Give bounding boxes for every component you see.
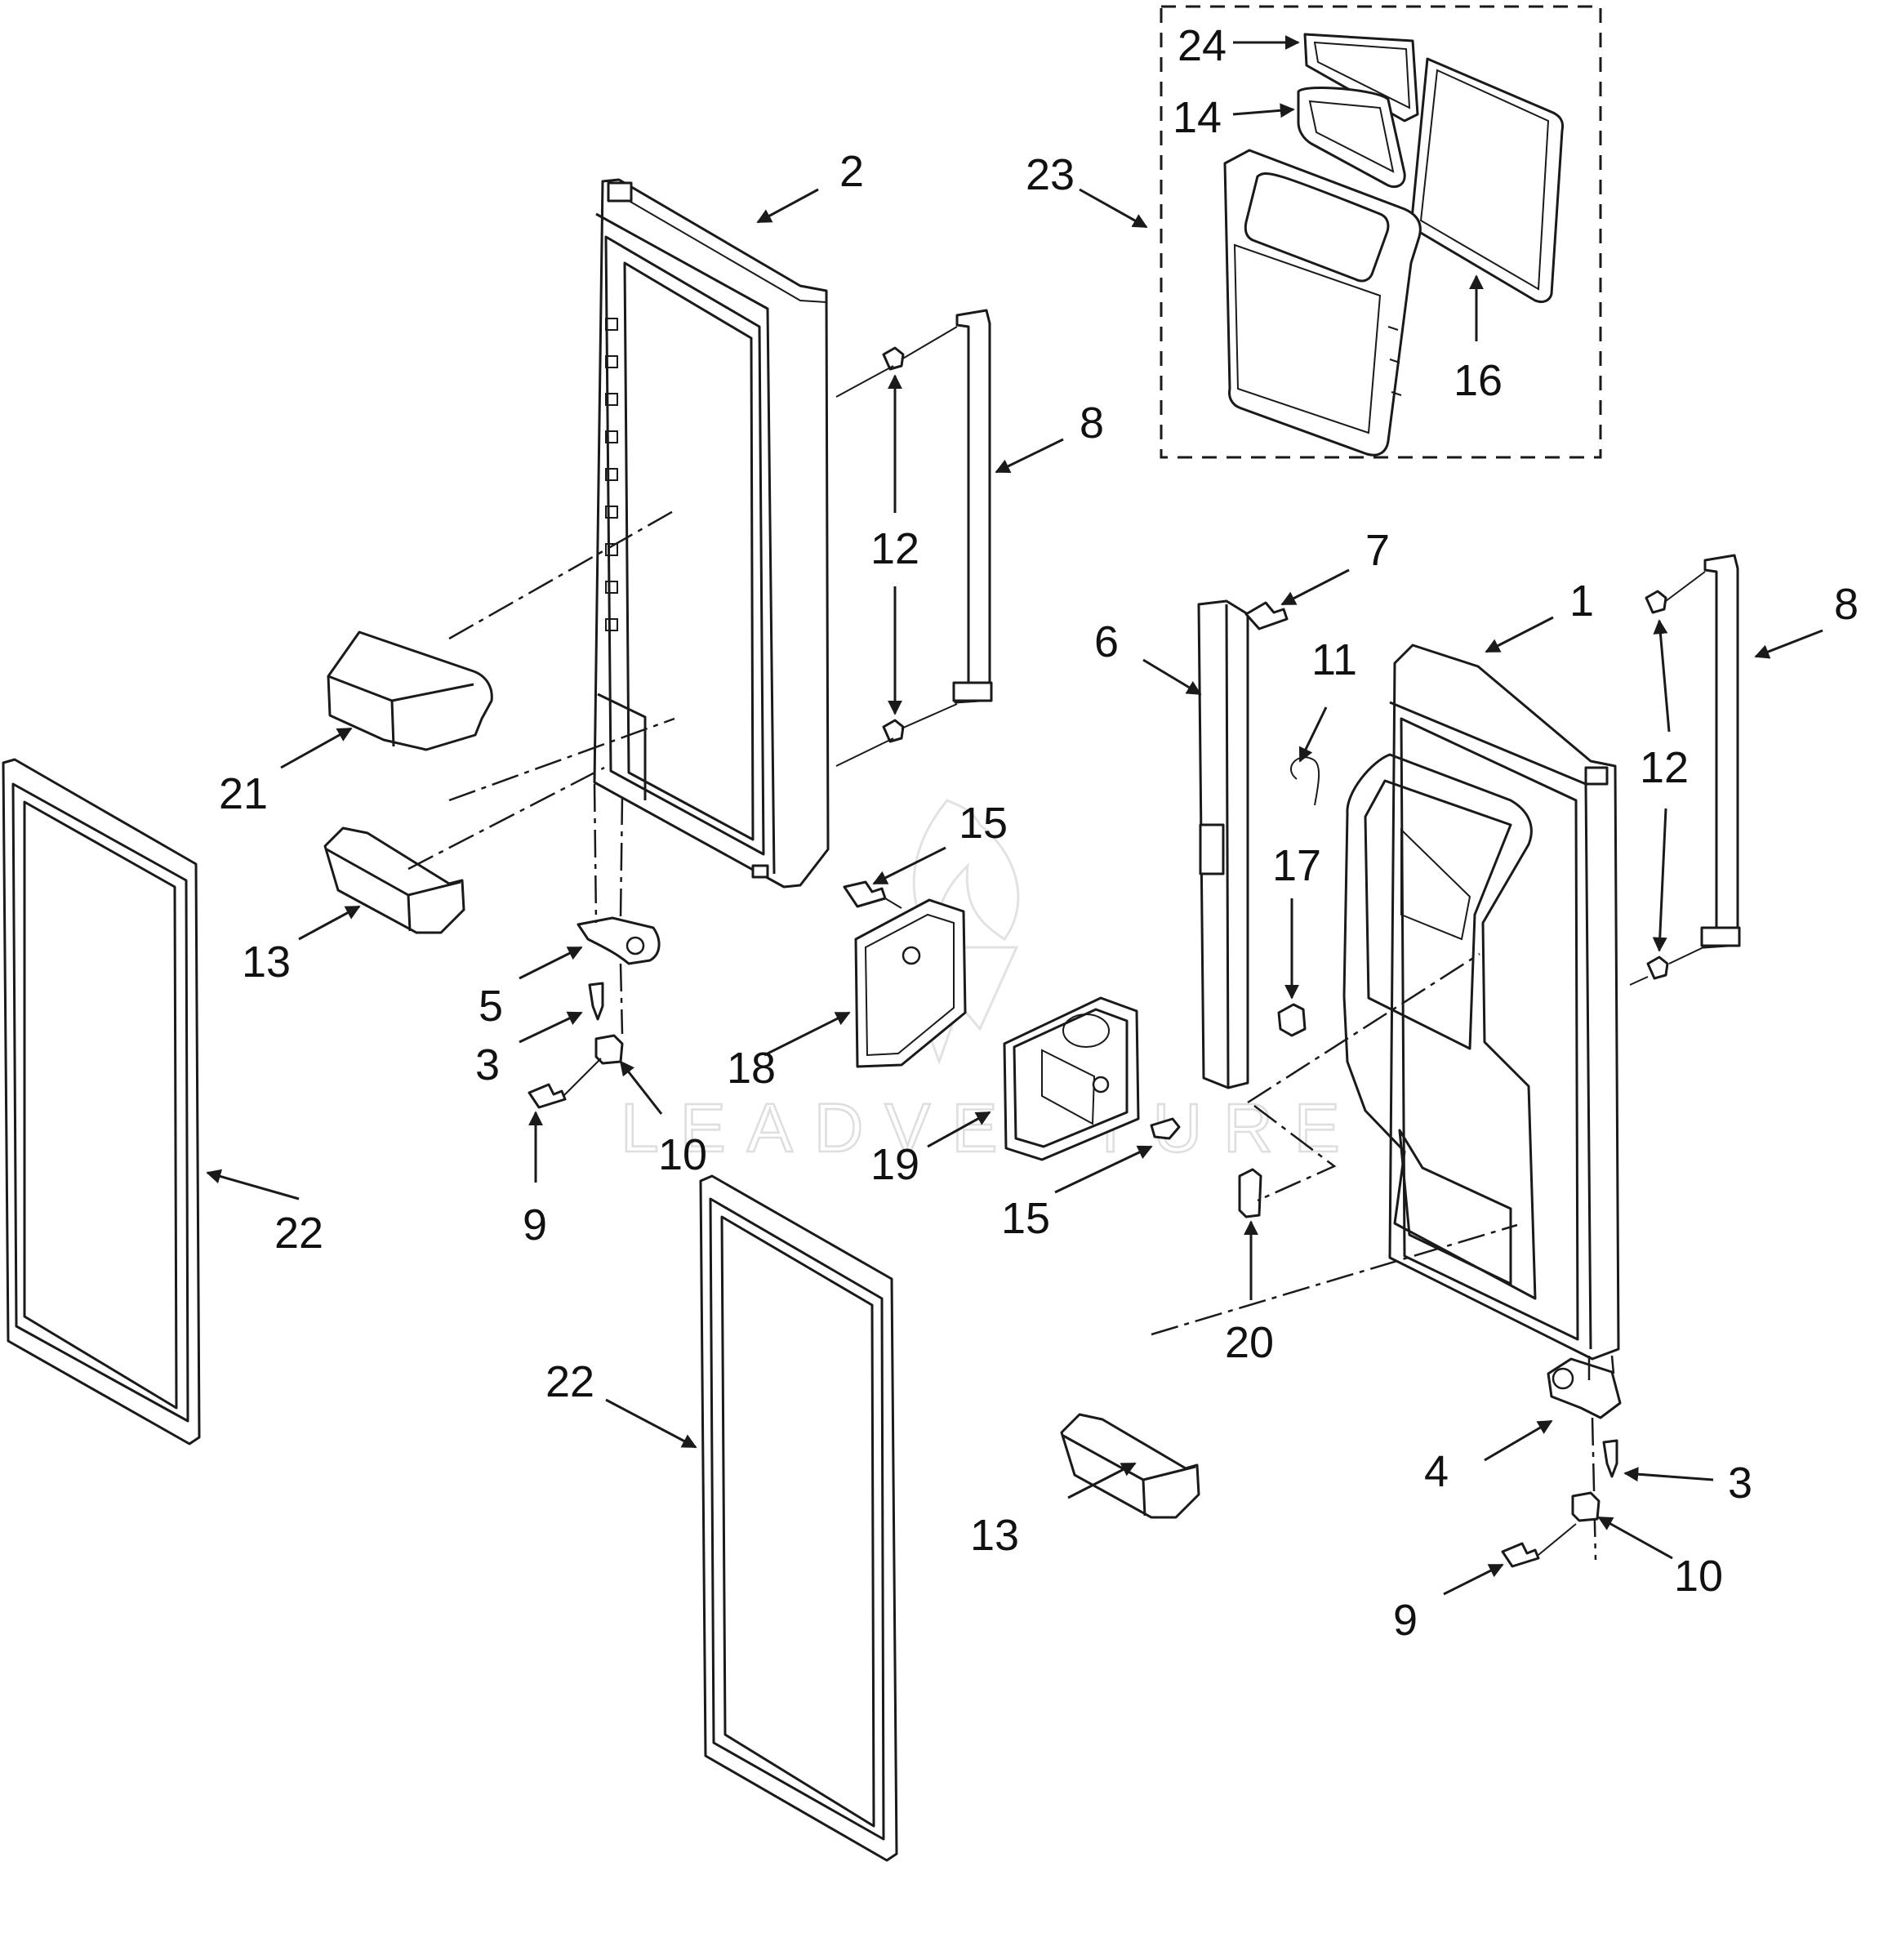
callout-4: 4 [1424, 1447, 1449, 1496]
callout-8-right: 8 [1834, 580, 1859, 629]
kit-23-dashed-box [1160, 5, 1602, 459]
callout-20: 20 [1225, 1318, 1274, 1367]
part-15-bottom-screw[interactable] [1150, 1117, 1181, 1140]
part-7-screw[interactable] [1244, 601, 1289, 630]
callout-7: 7 [1365, 526, 1390, 575]
part-19-control-board[interactable] [1003, 996, 1140, 1161]
callout-8-left: 8 [1080, 399, 1104, 448]
part-21-door-bin[interactable] [327, 630, 493, 751]
part-3-right-screw[interactable] [1602, 1439, 1618, 1478]
axis-cam-10 [619, 963, 624, 1035]
callout-19: 19 [870, 1140, 919, 1189]
part-11-tube[interactable] [1290, 756, 1320, 806]
callout-1: 1 [1569, 577, 1594, 626]
part-18-cover-plate[interactable] [854, 898, 967, 1068]
axis-right-door-upper [1247, 952, 1480, 1104]
axis-screw-15-top [884, 898, 902, 909]
left-door-shelf-nubs [605, 318, 618, 631]
callout-21: 21 [219, 769, 268, 818]
part-14-gasket[interactable] [1297, 87, 1406, 189]
callout-5: 5 [479, 982, 503, 1031]
axis-screw-9-right [1538, 1523, 1577, 1556]
part-13-left-door-bin[interactable] [323, 826, 465, 934]
leader-21-to-door [448, 508, 677, 640]
callout-23: 23 [1026, 150, 1075, 199]
axis-cam-right [1591, 1417, 1597, 1561]
callout-10-right: 10 [1674, 1552, 1723, 1601]
part-23-dispenser-housing[interactable] [1223, 149, 1422, 457]
callout-22-center: 22 [545, 1357, 594, 1406]
part-1-right-door[interactable] [1342, 644, 1620, 1361]
callout-3-right: 3 [1728, 1459, 1752, 1508]
axis-hinge-5-b [619, 796, 624, 919]
callout-17: 17 [1272, 841, 1321, 890]
callout-10-left: 10 [658, 1130, 707, 1179]
callout-14: 14 [1173, 93, 1222, 142]
part-8-left-handle[interactable] [952, 309, 993, 704]
part-16-panel[interactable] [1409, 57, 1565, 304]
callout-6: 6 [1094, 617, 1119, 666]
part-9-right-screw[interactable] [1501, 1542, 1540, 1568]
callout-12-right: 12 [1640, 743, 1689, 792]
axis-hinge-4-b [1610, 1355, 1615, 1374]
axis-hinge-5-a [593, 783, 598, 924]
part-22-left-gasket[interactable] [2, 758, 201, 1446]
callout-labels: 24 14 23 16 2 8 12 21 13 5 3 9 10 22 22 … [219, 21, 1859, 1645]
callout-18: 18 [727, 1044, 776, 1093]
callout-3-left: 3 [475, 1040, 500, 1089]
part-22-center-gasket[interactable] [699, 1174, 898, 1862]
part-2-left-door[interactable] [593, 178, 830, 889]
leader-21-b [448, 717, 675, 802]
leader-arrows [206, 35, 1823, 1596]
callout-15-top: 15 [959, 799, 1008, 848]
part-10-right-cam[interactable] [1571, 1491, 1600, 1522]
part-8-right-handle[interactable] [1700, 554, 1741, 949]
axis-right-door-lower [1151, 1223, 1518, 1336]
part-9-left-screw[interactable] [528, 1083, 567, 1109]
part-3-left-screw[interactable] [588, 982, 604, 1021]
axis-screw-9 [563, 1058, 602, 1097]
callout-24: 24 [1178, 21, 1227, 70]
axis-switch-20 [1253, 1105, 1337, 1202]
part-5-hinge[interactable] [577, 916, 661, 965]
callout-9-right: 9 [1393, 1596, 1418, 1645]
callout-9-left: 9 [523, 1200, 547, 1250]
part-12-left-bumpers[interactable] [835, 326, 958, 767]
callout-13-left: 13 [242, 938, 291, 987]
part-20-switch[interactable] [1238, 1168, 1262, 1218]
leader-13-left [407, 766, 605, 871]
callout-2: 2 [839, 147, 864, 196]
callout-15-bottom: 15 [1001, 1194, 1050, 1243]
callout-13-right: 13 [970, 1511, 1019, 1560]
callout-11: 11 [1311, 635, 1357, 684]
part-15-top-screw[interactable] [843, 880, 887, 908]
part-4-hinge[interactable] [1547, 1357, 1622, 1419]
callout-16: 16 [1454, 356, 1503, 405]
callout-22-left: 22 [274, 1209, 323, 1258]
part-24-frame[interactable] [1303, 33, 1419, 122]
callout-12-left: 12 [870, 524, 919, 573]
watermark: LEADVENTURE [620, 799, 1361, 1167]
part-17-knob[interactable] [1277, 1003, 1307, 1037]
part-6-trim-strip[interactable] [1197, 599, 1249, 1089]
watermark-text: LEADVENTURE [621, 1089, 1361, 1166]
part-12-right-bumpers[interactable] [1629, 571, 1706, 986]
